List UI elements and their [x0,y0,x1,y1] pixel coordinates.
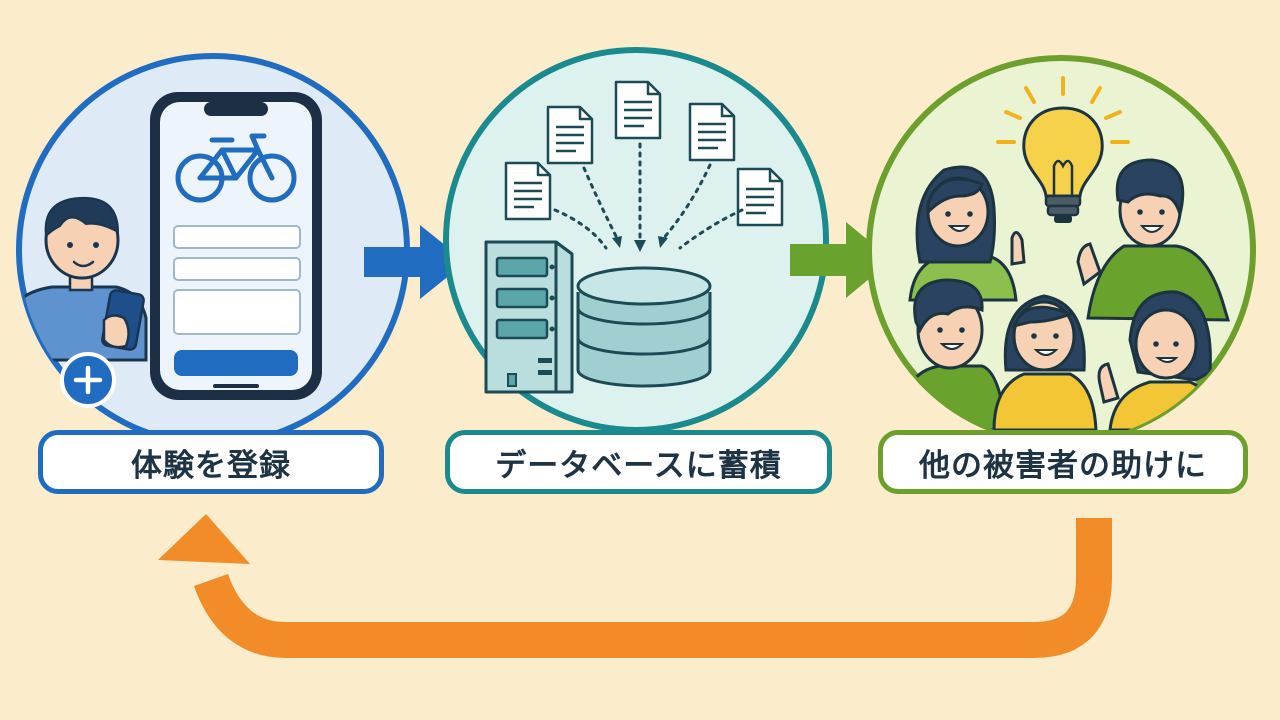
lightbulb-icon [996,76,1130,223]
step-2-label-text: データベースに蓄積 [495,447,782,484]
bicycle-icon [175,133,297,203]
loop-arrow [158,514,1112,658]
database-icon [576,266,712,388]
step-3-label-text: 他の被害者の助けに [919,447,1207,484]
step-1-circle [16,53,410,447]
smartphone-form-icon [150,92,322,400]
step-2-circle [443,47,829,433]
server-icon [484,240,574,394]
step-1-label-text: 体験を登録 [131,447,291,484]
user-with-phone-icon [19,196,148,362]
step-2-label: データベースに蓄積 [445,430,832,494]
step-3-circle [866,55,1256,445]
step-3-label: 他の被害者の助けに [878,430,1248,494]
arrow-step1-to-step2 [364,225,466,299]
plus-icon [60,352,116,408]
step-1-label: 体験を登録 [38,430,384,494]
